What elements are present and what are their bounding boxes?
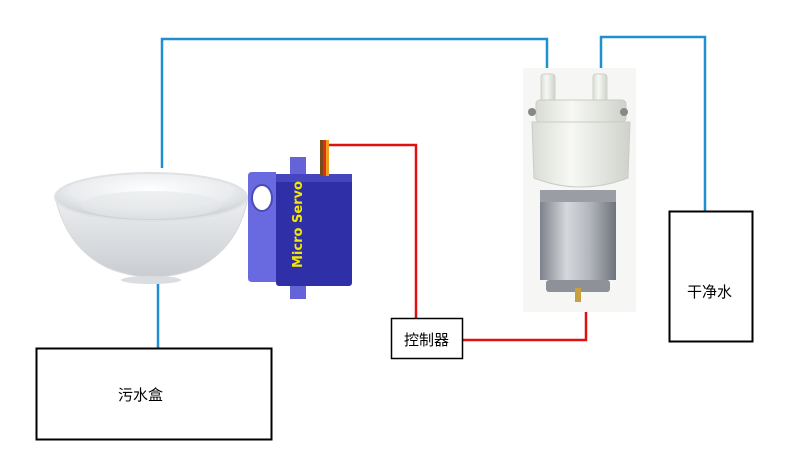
clean-water-label: 干净水: [687, 283, 732, 301]
controller-label: 控制器: [404, 331, 449, 349]
water-pipes: [156, 35, 707, 348]
servo-label: Micro Servo: [291, 181, 306, 268]
clean-water-box: 干净水: [668, 210, 754, 343]
bowl-image: [54, 172, 249, 284]
servo-image: Micro Servo: [248, 140, 352, 299]
pump-image: [523, 68, 636, 312]
pipe-clean-water-to-pump: [599, 35, 707, 212]
controller-box: 控制器: [390, 317, 464, 360]
dirty-water-box-label: 污水盒: [118, 386, 163, 404]
pipe-bowl-to-pump-inlet: [160, 37, 549, 168]
dirty-water-box: 污水盒: [35, 347, 273, 441]
